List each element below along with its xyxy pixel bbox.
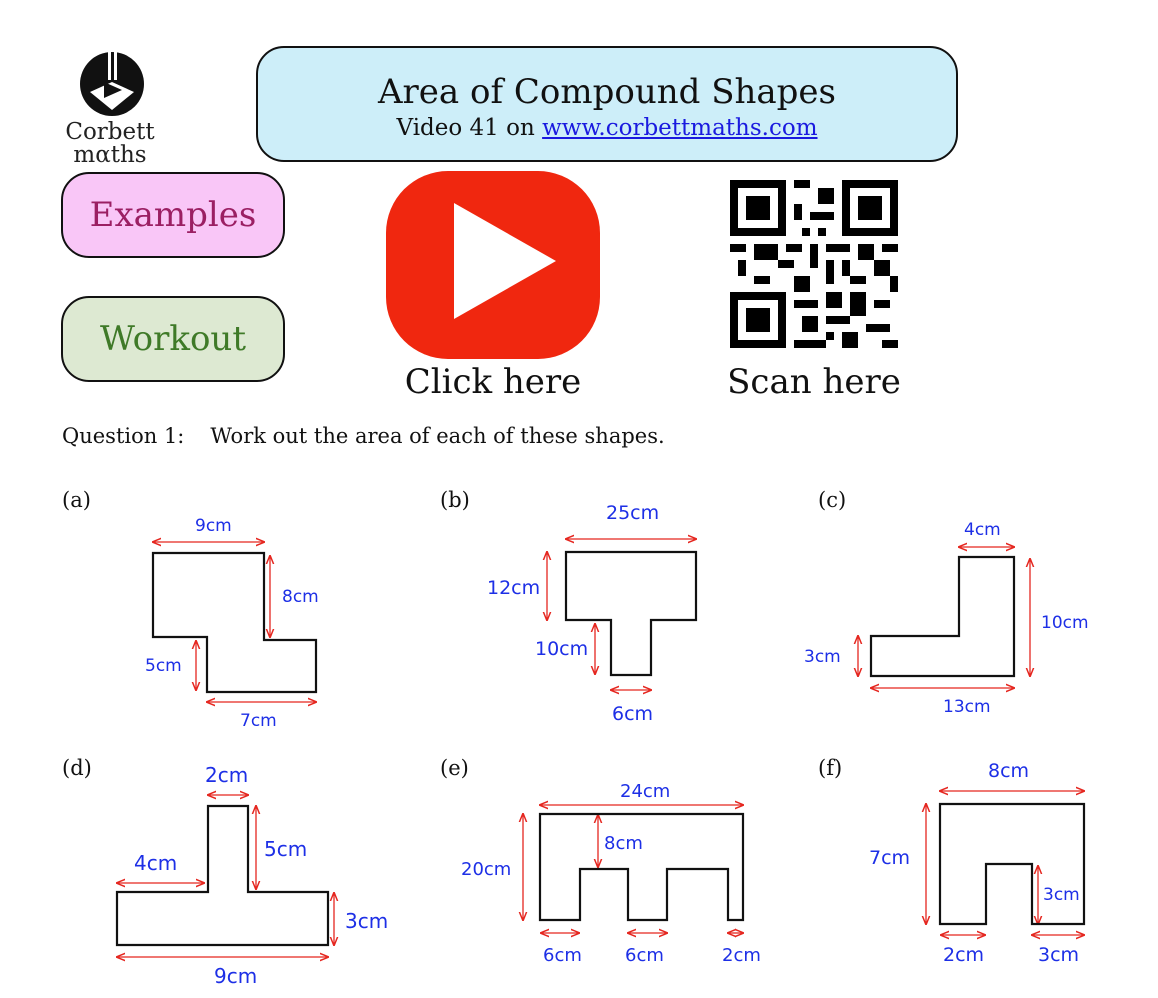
video-reference: Video 41 on www.corbettmaths.com: [258, 112, 956, 144]
website-link[interactable]: www.corbettmaths.com: [542, 115, 818, 141]
c-bottom-label: 13cm: [943, 697, 991, 717]
part-label-a: (a): [62, 488, 91, 512]
c-top-label: 4cm: [964, 520, 1001, 540]
e-left-label: 20cm: [461, 859, 511, 880]
d-top-label: 2cm: [205, 763, 248, 787]
question-text: Work out the area of each of these shape…: [210, 424, 665, 448]
scan-here-caption: Scan here: [727, 362, 901, 402]
a-bottom-label: 7cm: [240, 711, 277, 731]
page-title: Area of Compound Shapes: [378, 72, 836, 112]
f-top-label: 8cm: [988, 760, 1029, 782]
a-top-label: 9cm: [195, 516, 232, 536]
a-right-label: 8cm: [282, 587, 319, 607]
d-stem-label: 5cm: [264, 837, 307, 861]
corbettmaths-logo: Corbett mαths: [60, 52, 170, 170]
question-number: Question 1:: [62, 424, 185, 448]
part-label-f: (f): [818, 756, 843, 780]
title-banner: Area of Compound Shapes Video 41 on www.…: [256, 46, 958, 162]
f-inner-label: 3cm: [1043, 885, 1080, 905]
question-heading: Question 1: Work out the area of each of …: [62, 424, 665, 448]
e-bottom-label-3: 2cm: [722, 945, 761, 966]
b-bottom-label: 6cm: [612, 703, 653, 725]
b-left-label: 12cm: [487, 577, 540, 599]
e-inner-label: 8cm: [604, 833, 643, 854]
c-left-label: 3cm: [804, 647, 841, 667]
part-label-d: (d): [62, 756, 92, 780]
f-left-label: 7cm: [869, 847, 910, 869]
play-video-icon[interactable]: [386, 171, 600, 359]
part-label-c: (c): [818, 488, 847, 512]
part-label-b: (b): [440, 488, 470, 512]
e-bottom-label-1: 6cm: [543, 945, 582, 966]
d-arm-label: 4cm: [134, 851, 177, 875]
a-left-label: 5cm: [145, 656, 182, 676]
b-top-label: 25cm: [606, 502, 659, 524]
video-text: Video 41 on: [396, 115, 543, 141]
examples-button[interactable]: Examples: [61, 172, 285, 258]
part-label-e: (e): [440, 756, 469, 780]
c-right-label: 10cm: [1041, 613, 1089, 633]
f-bottom-label-1: 2cm: [943, 944, 984, 966]
b-stem-label: 10cm: [535, 638, 588, 660]
logo-line-2: mαths: [73, 142, 147, 168]
d-right-label: 3cm: [345, 909, 388, 933]
workout-button[interactable]: Workout: [61, 296, 285, 382]
e-top-label: 24cm: [620, 781, 670, 802]
d-bottom-label: 9cm: [214, 964, 257, 988]
click-here-caption: Click here: [404, 362, 582, 402]
logo-emblem-icon: [80, 52, 144, 116]
qr-code-icon[interactable]: [730, 180, 898, 348]
e-bottom-label-2: 6cm: [625, 945, 664, 966]
f-bottom-label-2: 3cm: [1038, 944, 1079, 966]
logo-line-1: Corbett: [65, 119, 155, 145]
